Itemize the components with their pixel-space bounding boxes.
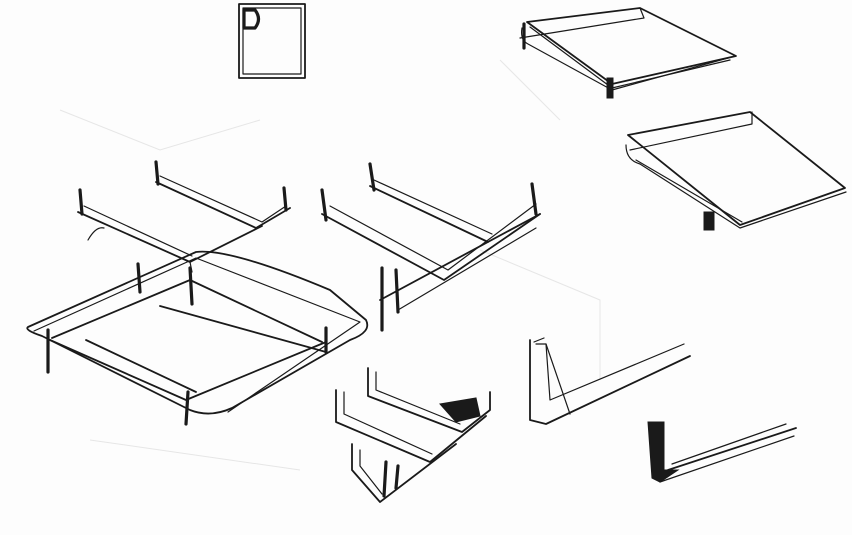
table-frame-exploded-center bbox=[320, 162, 541, 332]
tabletop-on-post-middle bbox=[625, 111, 847, 231]
l-bracket-solid bbox=[647, 421, 797, 483]
table-frame-with-legs bbox=[26, 250, 369, 426]
tabletop-on-post-top bbox=[519, 7, 737, 99]
bracket-assembly-small bbox=[335, 367, 491, 503]
framed-box-sketch bbox=[238, 3, 306, 79]
ghost-lines bbox=[59, 59, 601, 471]
cantilever-bracket bbox=[529, 337, 691, 425]
table-frame-exploded-left bbox=[77, 160, 291, 273]
